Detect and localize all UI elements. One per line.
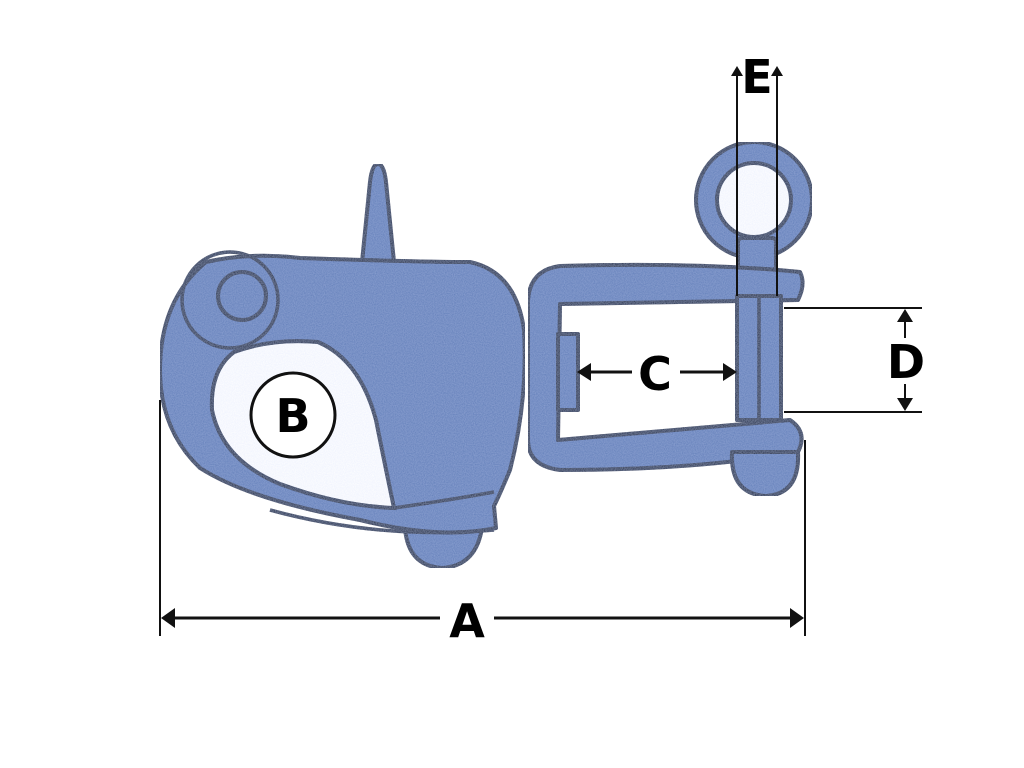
dimension-d: D xyxy=(784,307,925,413)
dimension-b: B xyxy=(249,371,337,459)
label-d: D xyxy=(887,335,925,389)
label-b: B xyxy=(275,389,310,443)
plunger-knob xyxy=(403,526,484,570)
a-arrow-left-icon xyxy=(161,608,175,628)
c-arrow-right-icon xyxy=(723,363,737,381)
snap-hook-body xyxy=(158,162,527,570)
trigger-spike xyxy=(360,162,396,264)
gate-line-lower xyxy=(269,508,495,535)
d-arrow-up-icon xyxy=(897,309,913,322)
swivel-block xyxy=(556,332,580,412)
a-arrow-right-icon xyxy=(790,608,804,628)
pin-nut xyxy=(729,450,801,498)
label-c: C xyxy=(638,347,672,401)
label-a: A xyxy=(449,594,485,648)
shackle-u-body xyxy=(526,262,805,472)
e-arrow-right-icon xyxy=(771,66,783,76)
dimension-c: C xyxy=(577,347,737,401)
gate-line xyxy=(393,490,495,510)
pin-eye-hole xyxy=(715,161,793,239)
dimension-a: A xyxy=(159,400,806,648)
b-marker-circle xyxy=(249,371,337,459)
pin-neck xyxy=(736,236,778,272)
label-e: E xyxy=(741,50,772,104)
c-arrow-left-icon xyxy=(577,363,591,381)
d-arrow-down-icon xyxy=(897,398,913,411)
hinge-outer-ring xyxy=(180,250,280,350)
hinge-pin xyxy=(216,270,268,322)
dimension-e: E xyxy=(731,50,783,296)
swivel-shackle xyxy=(526,140,814,498)
e-arrow-left-icon xyxy=(731,66,743,76)
